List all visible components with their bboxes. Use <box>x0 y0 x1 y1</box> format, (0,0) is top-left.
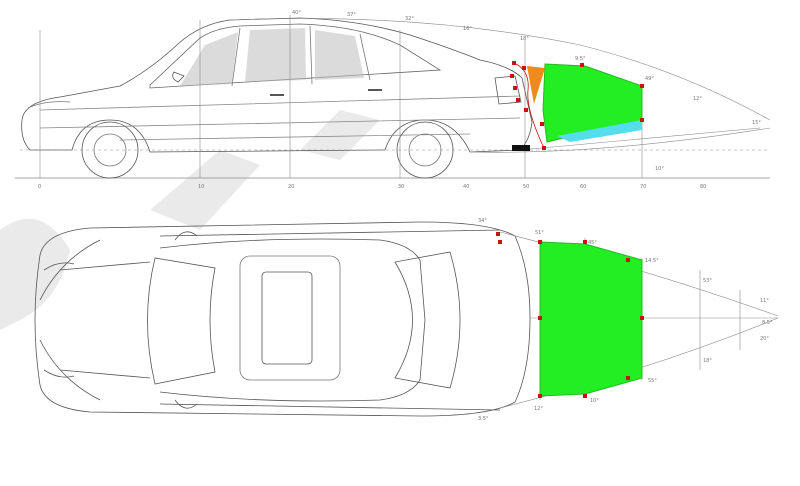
top-angle-label: 51° <box>535 230 544 236</box>
top-angle-label: 45° <box>588 240 597 246</box>
exhaust-block <box>512 145 530 151</box>
axis-tick: 80 <box>700 184 706 190</box>
axis-tick: 20 <box>288 184 294 190</box>
top-view <box>34 221 531 417</box>
side-angle-label: 49° <box>645 76 654 82</box>
top-angle-label: 34° <box>478 218 487 224</box>
axis-tick: 60 <box>580 184 586 190</box>
window-shading <box>180 28 364 86</box>
axis-tick: 70 <box>640 184 646 190</box>
side-angle-label: 9.5° <box>575 56 586 62</box>
top-angle-label: 53° <box>703 278 712 284</box>
top-control-points <box>496 232 644 398</box>
cabin-top <box>159 238 426 402</box>
side-windows <box>149 23 442 89</box>
axis-tick: 10 <box>198 184 204 190</box>
top-angle-label: 20° <box>760 336 769 342</box>
side-regions <box>512 63 643 151</box>
orange-wedge <box>527 66 545 104</box>
sunroof <box>261 271 313 365</box>
side-angle-label: 40° <box>292 10 301 16</box>
side-construction-lines <box>20 15 771 178</box>
axis-tick: 30 <box>398 184 404 190</box>
side-view <box>15 17 770 179</box>
top-angle-label: 3.5° <box>478 416 489 422</box>
side-labels: 40° 37° 32° 16° 18° 9.5° 49° 12° 15° 10°… <box>38 10 761 190</box>
axis-tick: 50 <box>523 184 529 190</box>
top-regions <box>539 241 643 397</box>
rear-window-top <box>394 251 461 389</box>
watermark <box>0 110 380 330</box>
side-red-curve <box>513 62 545 149</box>
side-angle-label: 16° <box>463 26 472 32</box>
top-angle-label: 55° <box>648 378 657 384</box>
side-angle-label: 15° <box>752 120 761 126</box>
top-labels: 34° 51° 45° 14.5° 53° 11° 20° 18° 55° 10… <box>478 218 773 422</box>
side-angle-label: 12° <box>693 96 702 102</box>
top-angle-label: 8.5° <box>762 320 773 326</box>
green-region-top <box>539 241 643 397</box>
axis-tick: 40 <box>463 184 469 190</box>
top-angle-label: 10° <box>590 398 599 404</box>
car-body-side <box>21 17 533 153</box>
axis-tick: 0 <box>38 184 41 190</box>
car-body-top <box>34 221 531 417</box>
top-angle-label: 14.5° <box>645 258 659 264</box>
top-angle-label: 18° <box>703 358 712 364</box>
side-angle-label: 10° <box>655 166 664 172</box>
top-angle-label: 12° <box>534 406 543 412</box>
windshield-top <box>147 257 216 385</box>
side-angle-label: 18° <box>520 36 529 42</box>
top-angle-label: 11° <box>760 298 769 304</box>
cyan-wedge <box>557 120 642 142</box>
side-angle-label: 32° <box>405 16 414 22</box>
side-angle-label: 37° <box>347 12 356 18</box>
